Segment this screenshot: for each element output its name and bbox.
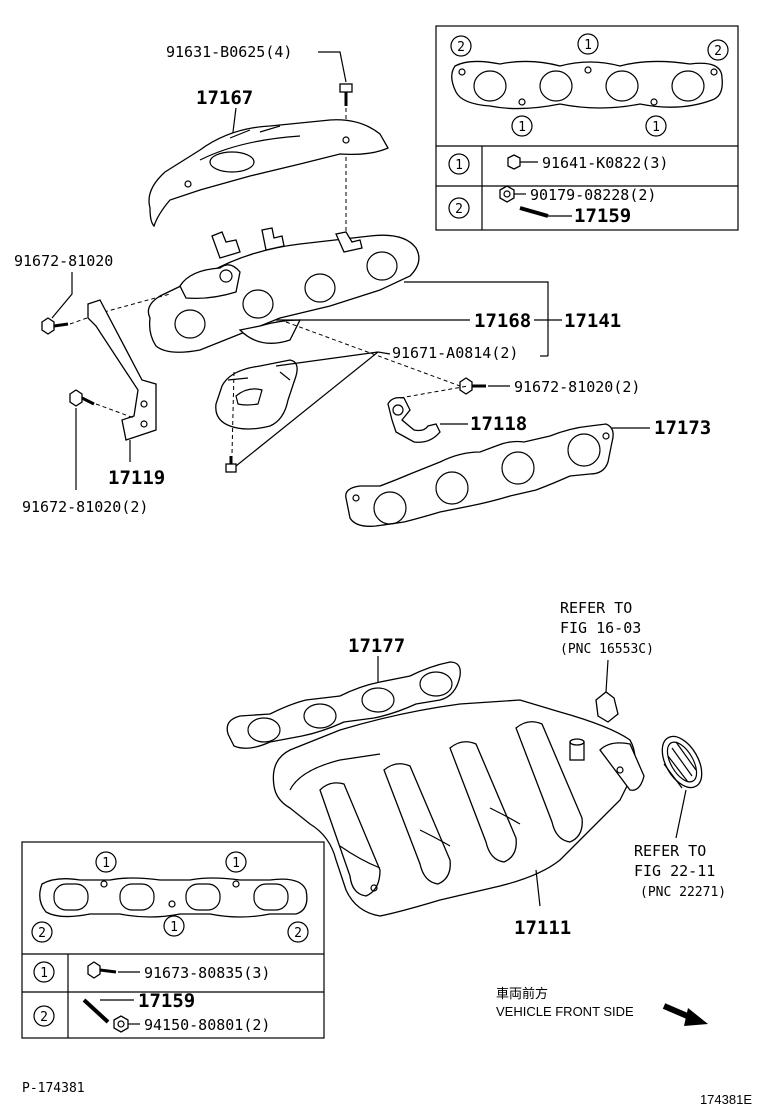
part-17111[interactable]: 17111 [514,917,571,939]
row-callout-1: 1 [455,158,463,173]
callout-1: 1 [652,120,660,135]
part-17118[interactable]: 17118 [470,413,527,435]
refer-2-line-b[interactable]: FIG 22-11 [634,862,715,880]
bracket-17119 [87,299,157,441]
callout-1: 1 [102,856,110,871]
bolt-icon [69,389,95,407]
refer-2-line-a: REFER TO [634,842,706,860]
callout-2: 2 [38,926,46,941]
part-91641[interactable]: 91641-K0822(3) [542,154,668,172]
callout-1: 1 [584,38,592,53]
gasket-top-detail [451,60,723,110]
callout-2: 2 [714,44,722,59]
refer-2-line-c: (PNC 22271) [640,885,726,900]
sensor-bracket-17118 [387,396,441,443]
bolt-icon [41,317,69,335]
part-17159[interactable]: 17159 [138,990,195,1012]
callout-1: 1 [232,856,240,871]
part-91672-left[interactable]: 91672-81020 [14,252,113,270]
part-17159[interactable]: 17159 [574,205,631,227]
bolt-icon [339,83,353,106]
intake-gasket-17177 [226,661,461,749]
part-17168[interactable]: 17168 [474,310,531,332]
refer-1-line-a: REFER TO [560,599,632,617]
throttle-gasket [661,735,703,789]
bolt-icon [507,154,538,170]
part-17141[interactable]: 17141 [564,310,621,332]
vehicle-front-en: VEHICLE FRONT SIDE [496,1004,634,1019]
refer-1-line-c: (PNC 16553C) [560,642,654,657]
vehicle-front-jp: 車両前方 [496,986,548,1002]
callout-2: 2 [294,926,302,941]
lower-insulator [215,359,298,430]
part-17119[interactable]: 17119 [108,467,165,489]
refer-1-line-b[interactable]: FIG 16-03 [560,619,641,637]
bolt-icon [225,456,237,473]
gasket-bottom-detail [39,877,308,918]
exhaust-gasket-17173 [345,423,614,527]
row-callout-1: 1 [40,966,48,981]
part-90179[interactable]: 90179-08228(2) [530,186,656,204]
direction-arrow-icon [662,1003,708,1026]
callout-1: 1 [170,920,178,935]
part-91671[interactable]: 91671-A0814(2) [392,344,518,362]
part-17167[interactable]: 17167 [196,87,253,109]
part-91631[interactable]: 91631-B0625(4) [166,43,292,61]
callout-2: 2 [457,40,465,55]
heat-insulator [148,119,389,228]
stud-icon [519,206,572,218]
footer-figure-id: 174381E [700,1092,752,1107]
bolt-icon [459,377,486,395]
row-callout-2: 2 [455,202,463,217]
part-91672-right[interactable]: 91672-81020(2) [514,378,640,396]
part-94150[interactable]: 94150-80801(2) [144,1016,270,1034]
detail-box-top: 2 1 2 1 1 1 91641-K0822(3) 2 90179-08228… [435,25,739,231]
nut-icon [113,1015,129,1033]
part-91673[interactable]: 91673-80835(3) [144,964,270,982]
callout-1: 1 [518,120,526,135]
part-17177[interactable]: 17177 [348,635,405,657]
nut-icon [499,185,515,203]
stud-icon [82,998,110,1024]
bolt-icon [87,961,117,979]
detail-box-bottom: 1 1 1 2 2 1 91673-80835(3) 2 17159 94150… [21,841,325,1039]
footer-page-id: P-174381 [22,1081,85,1096]
hose-clip [595,691,619,723]
row-callout-2: 2 [40,1010,48,1025]
part-17173[interactable]: 17173 [654,417,711,439]
part-91672-bottom[interactable]: 91672-81020(2) [22,498,148,516]
